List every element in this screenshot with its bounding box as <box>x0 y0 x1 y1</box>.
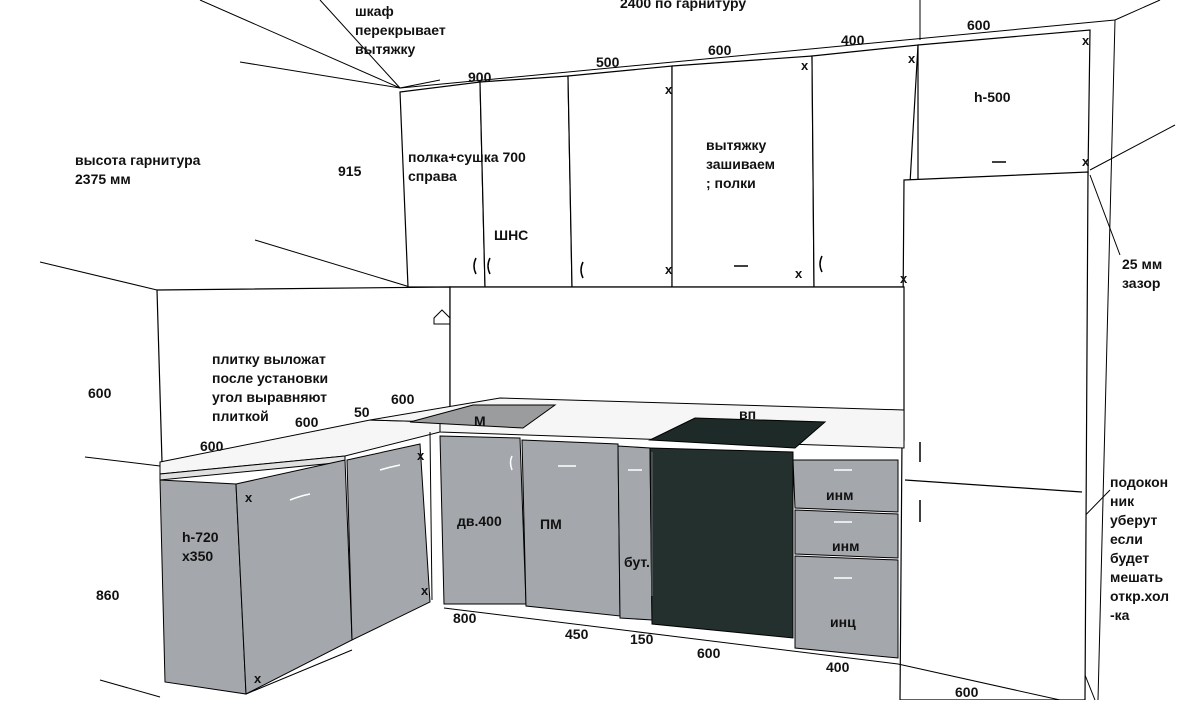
dim-base-450: 450 <box>565 626 589 642</box>
dim-upper-600: 600 <box>708 42 732 58</box>
label-inm2: инм <box>832 538 860 554</box>
label-cabinet-overlap: шкаф перекрывает вытяжку <box>355 3 446 57</box>
dim-base-600-right: 600 <box>955 684 979 700</box>
label-upper-height: 915 <box>338 163 362 179</box>
dim-upper-400: 400 <box>841 32 865 48</box>
marker-x: x <box>665 262 673 277</box>
marker-x: x <box>665 82 673 97</box>
label-pm: ПМ <box>540 516 562 532</box>
marker-x: x <box>1082 154 1090 169</box>
label-corner-h720: h-720 х350 <box>182 529 219 564</box>
dim-upper-600-right: 600 <box>967 17 991 33</box>
label-shelf-dryer: полка+сушка 700 справа <box>408 149 526 184</box>
label-sill-note: подокон ник уберут если будет мешать отк… <box>1110 474 1170 623</box>
upper-cabinets <box>399 29 1091 700</box>
label-tiles: плитку выложат после установки угол выра… <box>212 351 329 424</box>
label-but: бут. <box>624 554 650 570</box>
label-backsplash-height: 600 <box>88 385 112 401</box>
label-sink: М <box>474 413 486 429</box>
dim-base-150: 150 <box>630 631 654 647</box>
label-shns: ШНС <box>494 227 529 243</box>
marker-x: x <box>1082 33 1090 48</box>
marker-x: x <box>795 266 803 281</box>
label-top-total: 2400 по гарнитуру <box>620 0 747 11</box>
dim-upper-900: 900 <box>468 69 492 85</box>
label-hob: вп <box>739 406 757 422</box>
dim-base-400: 400 <box>826 659 850 675</box>
plinth <box>245 607 1061 700</box>
dim-counter-50: 50 <box>354 404 370 420</box>
label-inc: инц <box>830 614 856 630</box>
dim-base-600: 600 <box>697 645 721 661</box>
label-top-h500: h-500 <box>974 89 1011 105</box>
marker-x: x <box>908 51 916 66</box>
base-handles <box>289 455 852 579</box>
marker-x: x <box>245 490 253 505</box>
home-outline-icon <box>433 309 451 325</box>
label-hood-sewn: вытяжку зашиваем ; полки <box>706 137 776 191</box>
appliance-tops <box>409 404 827 449</box>
marker-x: x <box>421 583 429 598</box>
label-inm1: инм <box>826 487 854 503</box>
dim-upper-500: 500 <box>596 54 620 70</box>
marker-x: x <box>254 671 262 686</box>
marker-x: x <box>801 58 809 73</box>
label-kitchen-height: высота гарнитура 2375 мм <box>75 152 201 187</box>
label-dv400: дв.400 <box>457 513 502 529</box>
label-gap: 25 мм зазор <box>1122 256 1163 291</box>
marker-x: x <box>417 448 425 463</box>
upper-handles <box>473 161 1006 522</box>
marker-x: x <box>900 271 908 286</box>
dim-base-800: 800 <box>453 610 477 626</box>
base-cabinets <box>159 431 899 695</box>
dim-counter-600-left: 600 <box>200 438 224 454</box>
label-base-height: 860 <box>96 587 120 603</box>
dim-counter-600-mid: 600 <box>295 414 319 430</box>
dim-counter-600-back: 600 <box>391 391 415 407</box>
